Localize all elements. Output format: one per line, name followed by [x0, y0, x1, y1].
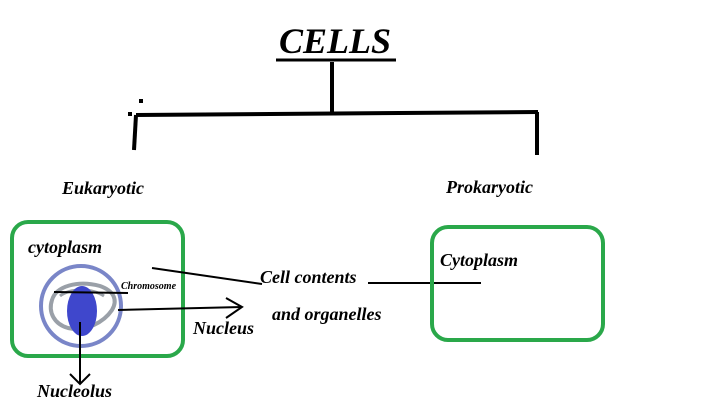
nucleolus-arrowhead — [69, 373, 91, 386]
nucleolus — [67, 286, 97, 336]
label-nucleolus: Nucleolus — [36, 381, 112, 401]
label-cell-contents: Cell contents — [260, 267, 357, 287]
label-and-organelles: and organelles — [272, 304, 382, 324]
tree-crossbar — [135, 110, 539, 117]
eukaryotic-cell-membrane — [10, 220, 185, 358]
label-eukaryotic: Eukaryotic — [61, 178, 144, 198]
label-cytoplasm-eukaryote: cytoplasm — [28, 237, 102, 257]
nucleus-arrowhead — [225, 297, 244, 319]
cell-contents-pointer-left — [151, 267, 263, 285]
chromosome-pointer — [53, 291, 129, 294]
chromatin — [48, 281, 117, 331]
stray-mark — [128, 112, 132, 116]
nucleus-arrow — [117, 306, 243, 311]
label-cytoplasm-prokaryote: Cytoplasm — [440, 250, 518, 270]
label-chromosome: Chromosome — [121, 281, 177, 292]
label-nucleus: Nucleus — [192, 318, 254, 338]
label-prokaryotic: Prokaryotic — [445, 177, 533, 197]
prokaryotic-cell-membrane — [430, 225, 605, 342]
stray-mark — [139, 99, 143, 103]
tree-left-branch — [132, 114, 138, 151]
diagram-title: CELLS — [279, 21, 391, 61]
